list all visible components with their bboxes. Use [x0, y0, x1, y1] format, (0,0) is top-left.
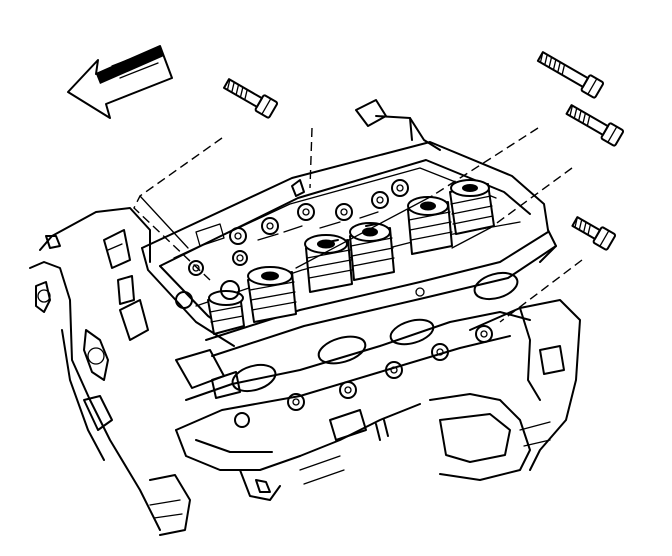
valve-spring — [349, 222, 395, 281]
bolt-centerlines — [133, 127, 583, 323]
valve-springs — [207, 179, 495, 335]
arrow-left-icon — [67, 45, 173, 119]
engine-block — [29, 207, 191, 536]
valve-spring — [304, 234, 353, 293]
valve-spring — [247, 266, 297, 323]
bolt-icon — [565, 104, 625, 147]
engine-block-right — [355, 99, 581, 481]
bolt-icon — [571, 216, 617, 251]
valve-spring — [449, 179, 495, 235]
valve-spring — [407, 196, 453, 255]
bolt-icon — [222, 78, 279, 119]
bolt-icon — [536, 51, 605, 99]
rocker-studs — [175, 179, 409, 309]
cylinder-head — [141, 141, 557, 501]
